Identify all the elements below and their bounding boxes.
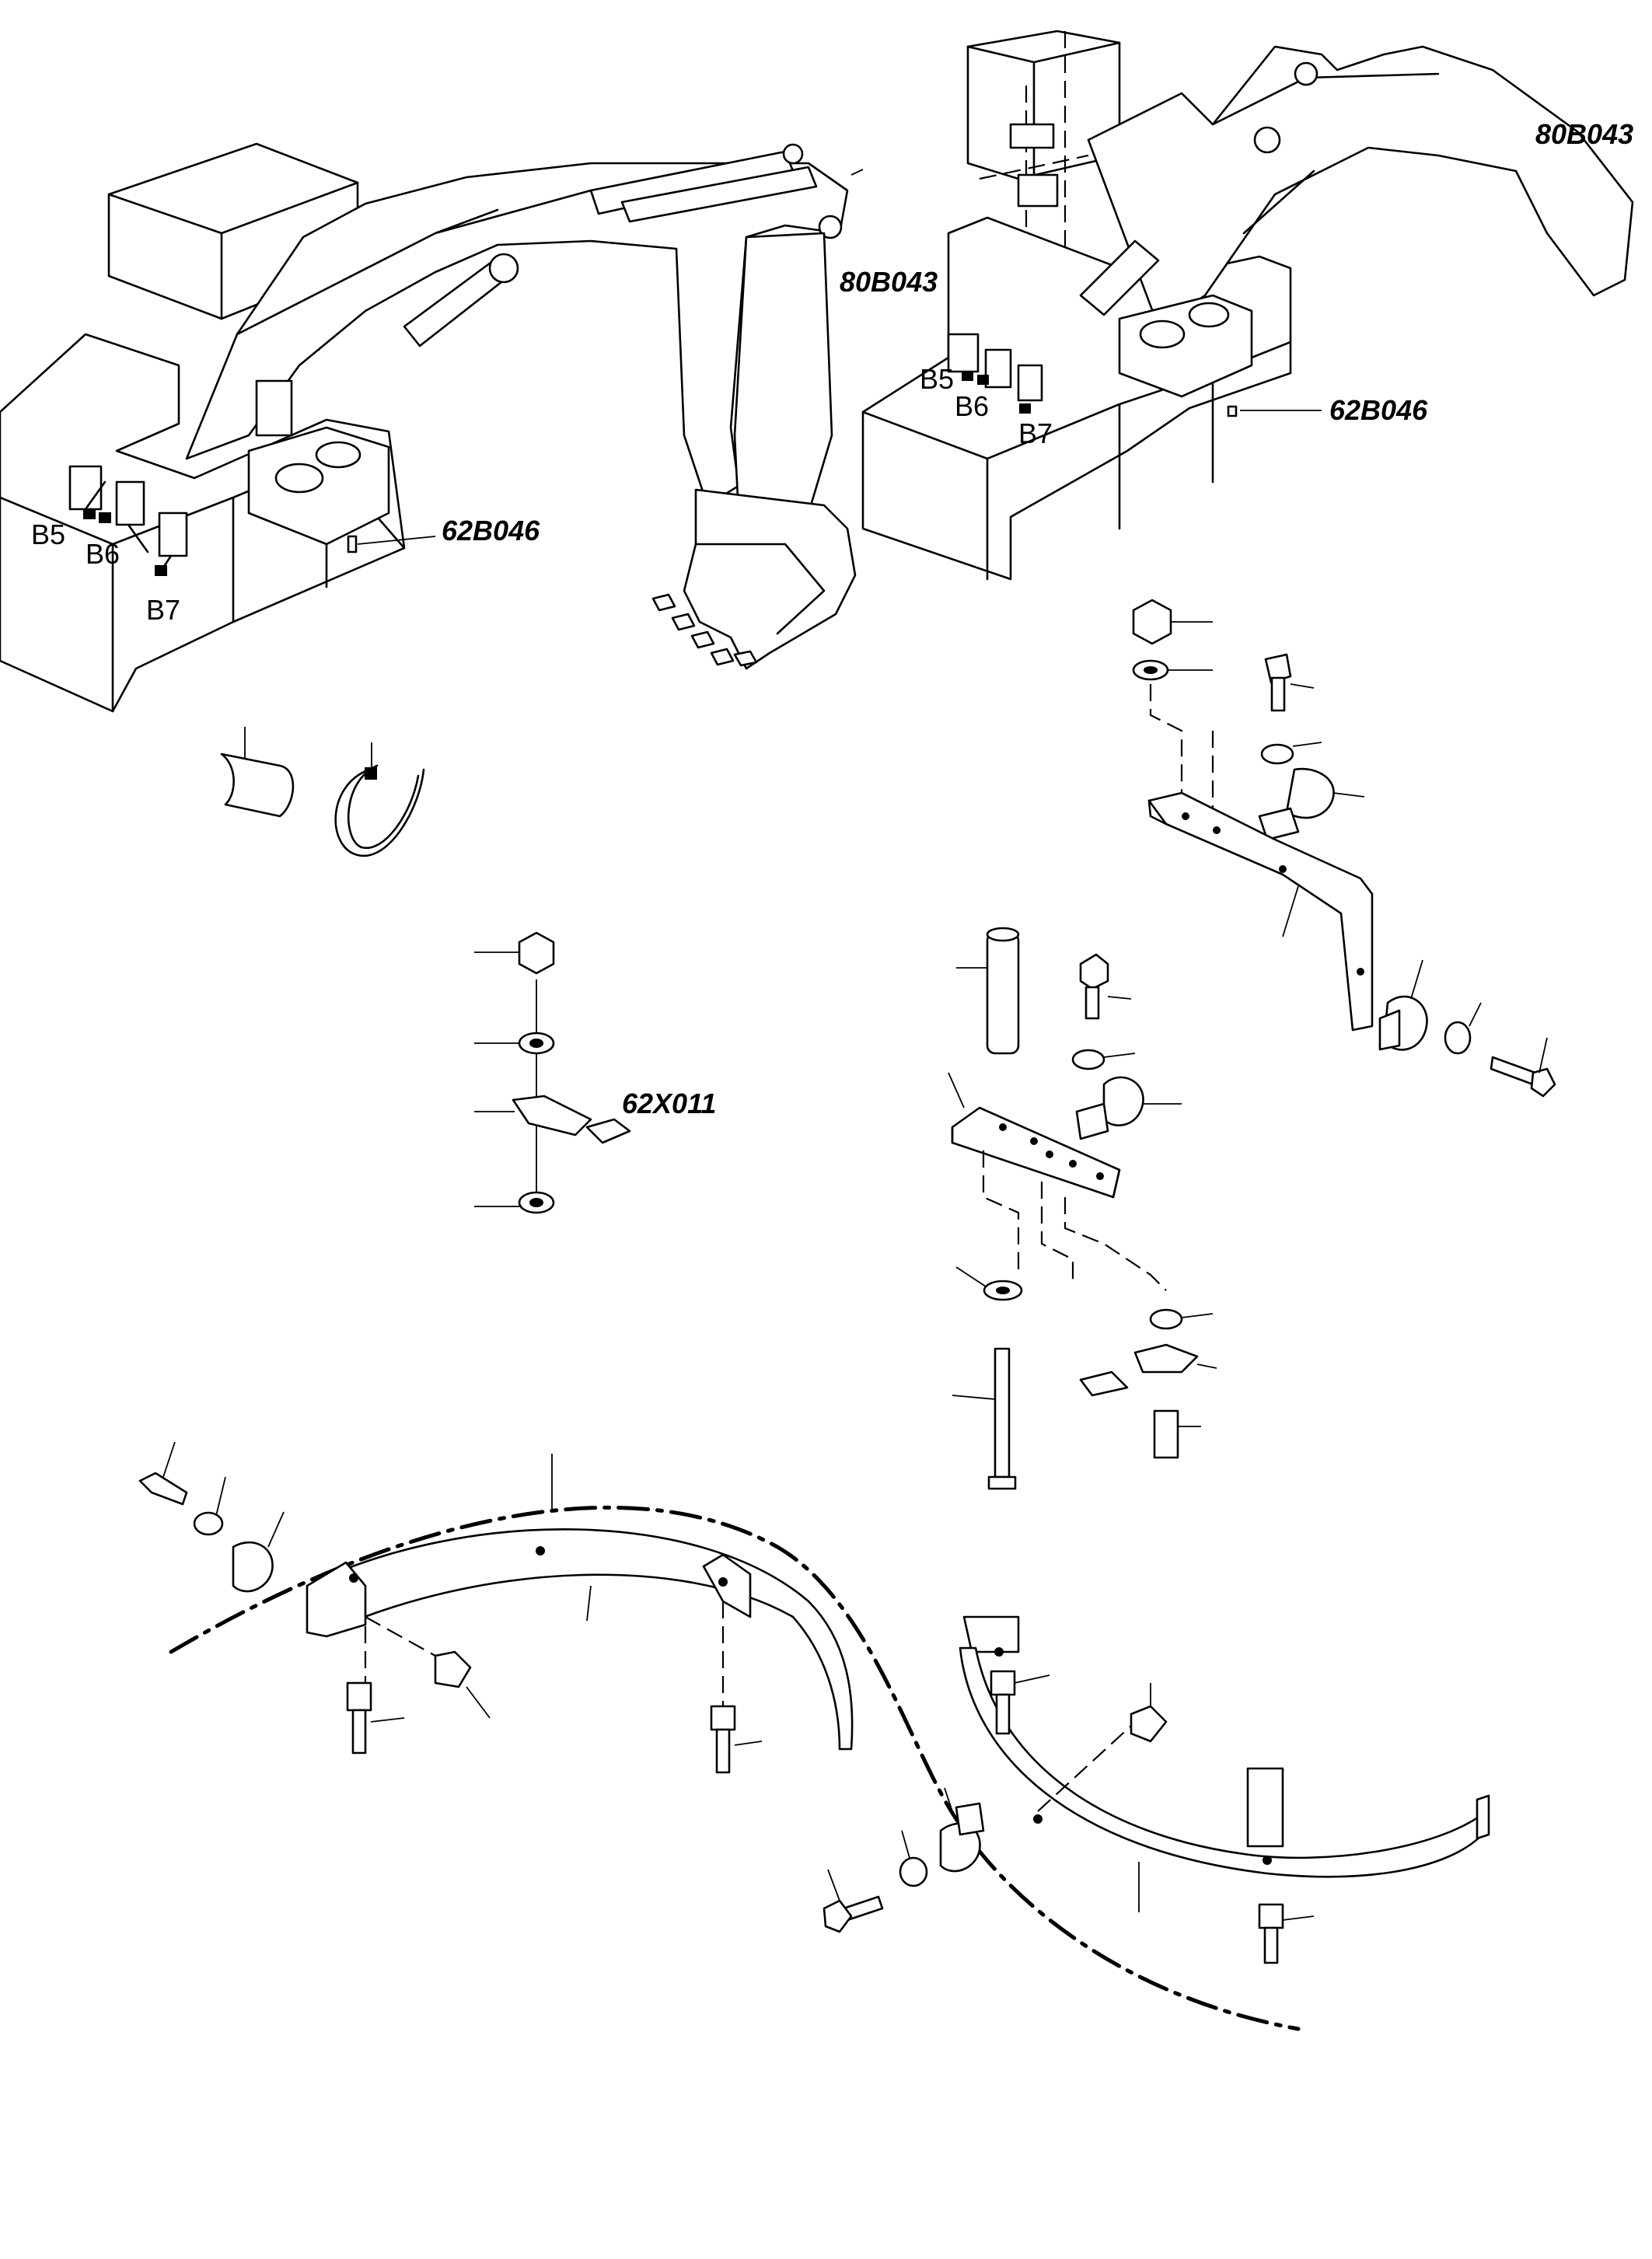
label-b5-left: B5 (31, 518, 65, 550)
label-80b043-boom: 80B043 (1535, 118, 1633, 150)
label-80b043-arm: 80B043 (840, 266, 938, 298)
cable-tie-part (334, 742, 425, 857)
terminal-assembly-62x011 (474, 931, 631, 1214)
label-b7-right: B7 (1018, 417, 1053, 449)
curved-strap-right (823, 1615, 1490, 1964)
bracket-assembly-upper-right (1132, 599, 1556, 1098)
label-62b046-left: 62B046 (442, 515, 540, 546)
machine-view-left (0, 142, 857, 713)
sleeve-part (220, 727, 295, 818)
machine-view-right (861, 30, 1634, 581)
label-62b046-right: 62B046 (1329, 394, 1428, 426)
label-b5-right: B5 (920, 363, 954, 395)
label-62x011: 62X011 (622, 1088, 716, 1119)
part-labels: B5 B6 B7 62B046 80B043 80B043 B5 B6 B7 6… (31, 118, 1633, 1119)
post-bracket-assembly (948, 927, 1217, 1490)
curved-strap-left (138, 1441, 1301, 2031)
label-b6-left: B6 (86, 538, 120, 570)
label-b7-left: B7 (146, 594, 180, 626)
label-b6-right: B6 (955, 390, 989, 422)
